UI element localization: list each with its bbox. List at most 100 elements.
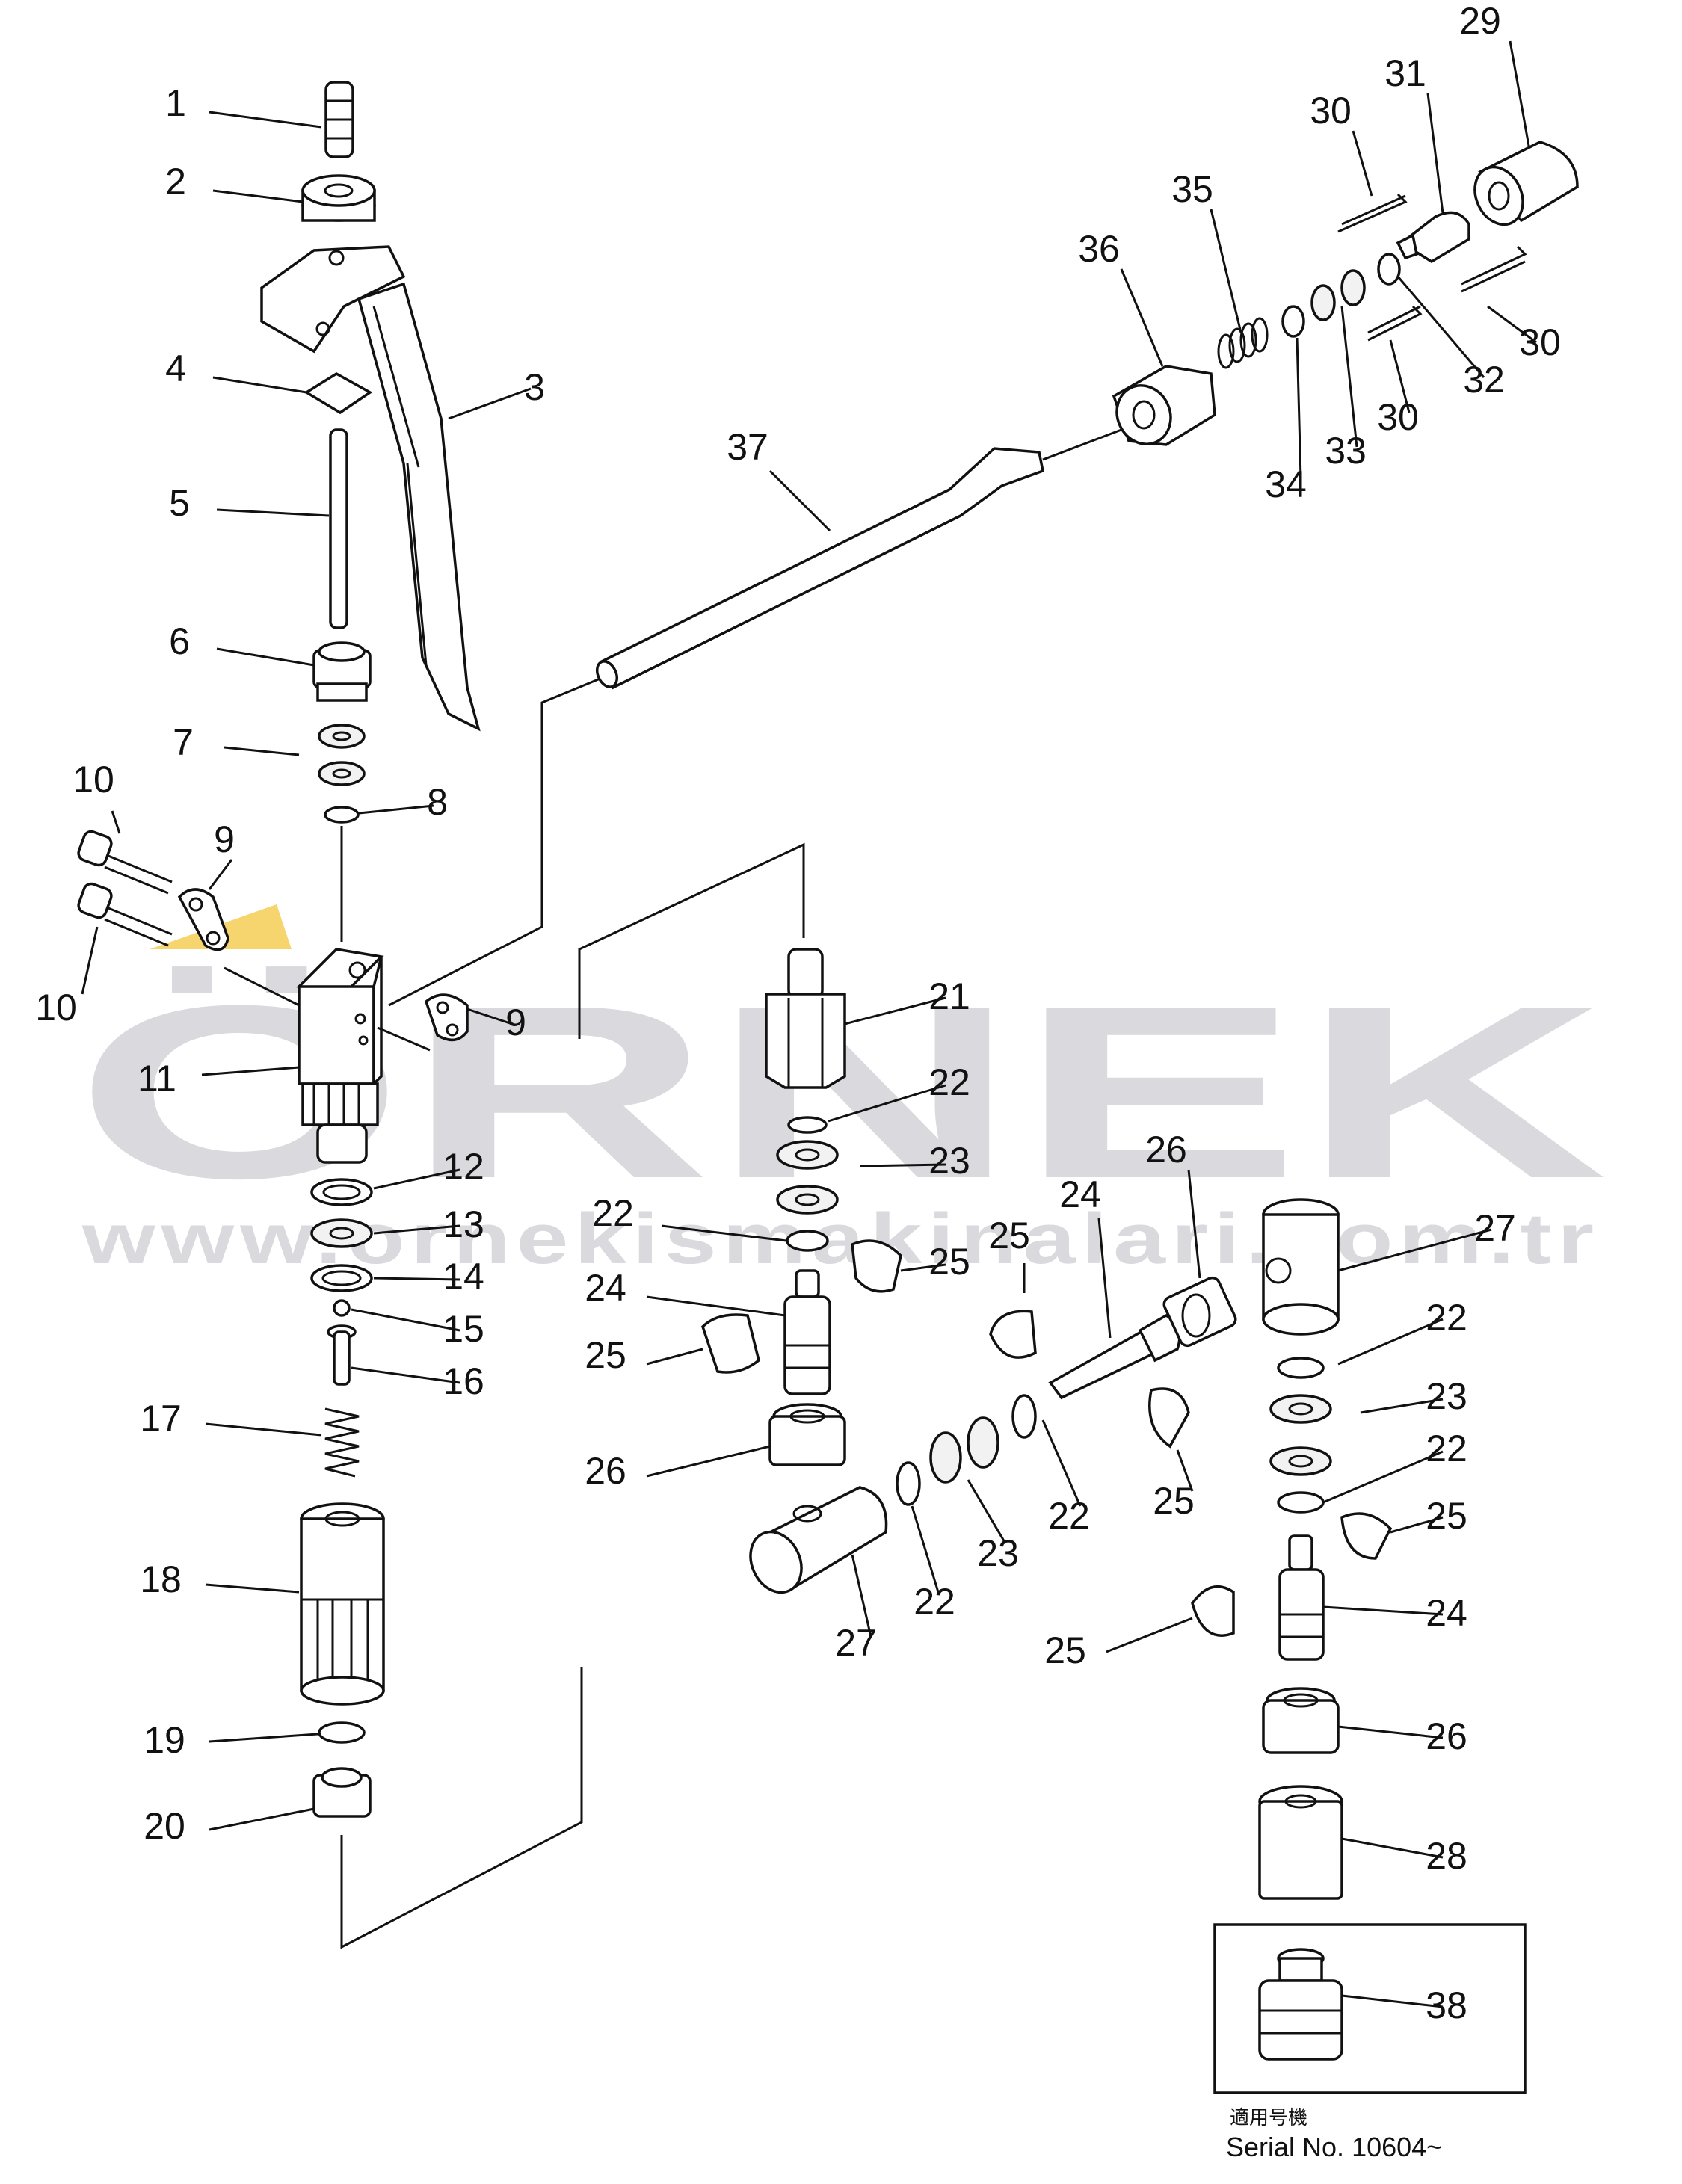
part-9-link-plate-right-icon (424, 993, 469, 1042)
part-label-11: 11 (138, 1058, 176, 1099)
leader-line-1 (209, 111, 322, 129)
leader-line-23 (1360, 1398, 1444, 1414)
leader-line-10 (81, 926, 99, 995)
leader-line-24 (1322, 1605, 1444, 1616)
middle-valve-assembly (578, 842, 1237, 1594)
part-27b-cylinder-icon (1262, 1198, 1340, 1336)
part-18-cylinder-icon (300, 1502, 385, 1706)
leader-line-28 (1341, 1837, 1444, 1859)
part-19-oring-icon (318, 1721, 366, 1744)
part-1-nipple-icon (324, 81, 354, 158)
leader-line-17 (205, 1422, 322, 1437)
part-label-10: 10 (73, 759, 114, 801)
part-label-20: 20 (144, 1805, 185, 1847)
leader-line-20 (209, 1807, 315, 1831)
part-11-valve-body-icon (296, 948, 384, 1164)
leader-line-23 (967, 1479, 1007, 1544)
leader-line-22 (911, 1505, 940, 1593)
leader-line-5 (216, 508, 330, 517)
part-33-washers-icon (1310, 269, 1366, 321)
part-24c-spool-icon (1278, 1534, 1325, 1661)
part-23b-washers-icon (929, 1416, 999, 1484)
part-label-18: 18 (140, 1558, 182, 1600)
part-label-24: 24 (1059, 1173, 1101, 1215)
part-label-32: 32 (1463, 359, 1505, 401)
leader-line-33 (1340, 306, 1358, 448)
part-21-nut-icon (765, 948, 846, 1089)
leader-line-22 (1041, 1419, 1082, 1507)
leader-line-25 (900, 1263, 946, 1272)
right-valve-assembly (1191, 1198, 1527, 2094)
part-label-22: 22 (928, 1061, 970, 1103)
leader-line-25 (646, 1348, 703, 1366)
part-label-13: 13 (443, 1203, 484, 1245)
leader-line-32 (1396, 276, 1485, 378)
part-14-ring-icon (310, 1264, 373, 1292)
leader-line-27 (851, 1554, 872, 1638)
part-label-30: 30 (1519, 321, 1561, 363)
leader-line-26 (1337, 1725, 1444, 1739)
part-label-30: 30 (1377, 396, 1419, 438)
part-3-pedal-bracket-icon (260, 245, 481, 732)
part-label-7: 7 (173, 721, 194, 763)
part-labels: 1234567899101011121314151617181920212223… (35, 0, 1561, 2026)
leader-line-19 (209, 1733, 318, 1743)
leader-line-25 (1106, 1617, 1193, 1653)
leader-line-30 (1487, 305, 1537, 344)
part-15-ball-icon (333, 1299, 351, 1317)
part-label-22: 22 (1426, 1428, 1467, 1469)
part-label-22: 22 (914, 1581, 955, 1623)
part-label-22: 22 (1048, 1495, 1090, 1537)
part-label-21: 21 (928, 975, 970, 1017)
part-label-5: 5 (169, 482, 190, 524)
leader-line-18 (205, 1583, 300, 1594)
part-label-1: 1 (165, 82, 186, 124)
part-25-clip-icon (700, 1313, 760, 1374)
part-label-10: 10 (35, 987, 77, 1028)
part-30-clips-icon (1337, 193, 1527, 342)
leader-line-15 (351, 1308, 460, 1332)
part-22f-oring-icon (1277, 1491, 1325, 1514)
part-label-31: 31 (1384, 52, 1426, 94)
part-label-9: 9 (214, 818, 235, 860)
part-label-2: 2 (165, 161, 186, 203)
part-label-25: 25 (928, 1241, 970, 1283)
part-6-plug-icon (312, 641, 372, 702)
part-label-27: 27 (835, 1622, 877, 1664)
part-label-22: 22 (592, 1192, 634, 1234)
part-label-36: 36 (1078, 228, 1120, 270)
part-13-washer-icon (310, 1218, 373, 1248)
part-22d-oring-icon (1011, 1394, 1037, 1439)
part-23-washers-icon (776, 1140, 839, 1215)
part-25f-clip-icon (1191, 1585, 1235, 1637)
part-28-sleeve-icon (1258, 1785, 1343, 1900)
part-label-16: 16 (443, 1360, 484, 1402)
leader-line-27 (1337, 1228, 1492, 1272)
part-27-cylinder-icon (749, 1486, 888, 1594)
part-25e-clip-icon (1340, 1512, 1393, 1560)
serial-number: Serial No. 10604~ (1226, 2132, 1442, 2162)
part-26-cap-icon (768, 1403, 846, 1466)
part-22e-oring-icon (1277, 1357, 1325, 1379)
part-label-25: 25 (1153, 1480, 1195, 1522)
part-label-17: 17 (140, 1398, 182, 1440)
part-label-25: 25 (988, 1215, 1030, 1256)
part-22c-oring-icon (896, 1461, 921, 1506)
leader-line-30 (1389, 339, 1411, 413)
part-label-8: 8 (427, 781, 448, 823)
leader-line-24 (646, 1295, 786, 1317)
leader-line-2 (212, 189, 304, 203)
part-10-bolts-icon (77, 830, 173, 947)
leader-line-10 (111, 810, 121, 834)
part-26c-cap-icon (1262, 1687, 1340, 1754)
part-label-30: 30 (1310, 90, 1352, 132)
part-36-nut-icon (1112, 365, 1216, 446)
part-29-cap-icon (1473, 141, 1579, 226)
leader-line-7 (224, 746, 300, 756)
part-25b-clip-icon (851, 1239, 902, 1293)
part-label-38: 38 (1426, 1984, 1467, 2026)
leader-line-3 (448, 387, 532, 420)
leader-line-13 (373, 1224, 460, 1235)
part-24b-spool-icon (1048, 1313, 1181, 1400)
